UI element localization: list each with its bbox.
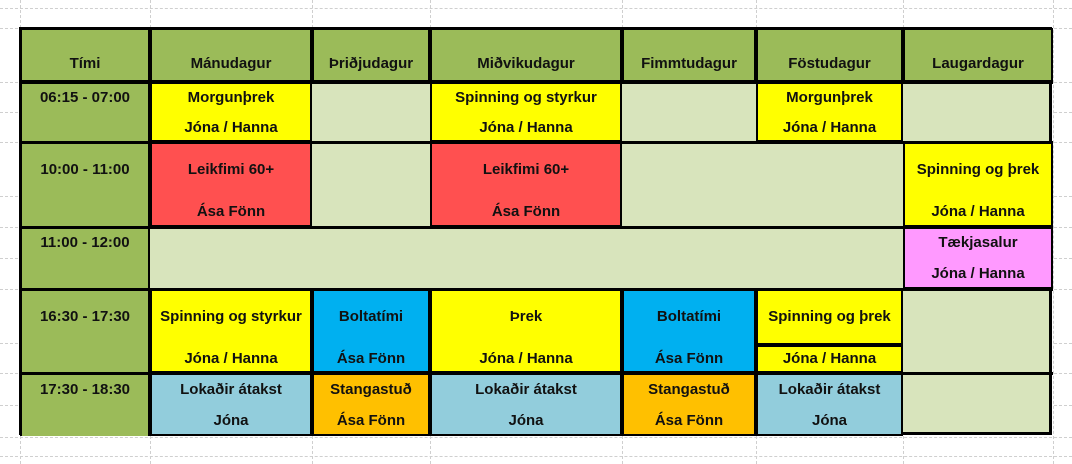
row-border bbox=[20, 141, 1053, 144]
time-slot[interactable]: 17:30 - 18:30 bbox=[20, 373, 150, 436]
class-block[interactable] bbox=[430, 373, 622, 436]
time-slot[interactable]: 06:15 - 07:00 bbox=[20, 82, 150, 142]
class-title: Leikfimi 60+ bbox=[482, 160, 570, 178]
class-block[interactable] bbox=[430, 82, 622, 142]
class-title: Stangastuð bbox=[648, 380, 730, 398]
class-title: Lokaðir átakst bbox=[180, 380, 282, 398]
class-title: Boltatími bbox=[338, 307, 404, 325]
class-title: Spinning og styrkur bbox=[160, 307, 302, 325]
time-label: 17:30 - 18:30 bbox=[39, 380, 131, 398]
row-border bbox=[20, 81, 1053, 84]
class-instructor: Jóna / Hanna bbox=[184, 118, 278, 136]
class-instructor: Ása Fönn bbox=[654, 349, 724, 367]
class-instructor: Ása Fönn bbox=[491, 203, 561, 220]
class-instructor: Jóna / Hanna bbox=[931, 265, 1025, 282]
class-title: Lokaðir átakst bbox=[778, 380, 881, 398]
header-day[interactable]: Þriðjudagur bbox=[312, 28, 430, 82]
class-title: Þrek bbox=[509, 307, 543, 325]
time-slot[interactable]: 11:00 - 12:00 bbox=[20, 227, 150, 289]
class-title: Stangastuð bbox=[330, 380, 412, 398]
gridline bbox=[0, 8, 1072, 9]
class-instructor: Jóna / Hanna bbox=[782, 118, 877, 136]
header-day[interactable]: Laugardagur bbox=[903, 28, 1053, 82]
time-label: 11:00 - 12:00 bbox=[40, 234, 130, 251]
class-title: Spinning og þrek bbox=[916, 160, 1040, 178]
gridline bbox=[1053, 0, 1054, 464]
class-instructor: Jóna / Hanna bbox=[479, 118, 573, 136]
class-title: Morgunþrek bbox=[786, 88, 873, 106]
class-block[interactable] bbox=[622, 373, 756, 436]
class-title: Morgunþrek bbox=[187, 88, 275, 106]
class-title: Leikfimi 60+ bbox=[187, 160, 275, 178]
class-instructor: Jóna bbox=[508, 412, 544, 429]
class-instructor: Jóna / Hanna bbox=[479, 349, 573, 367]
class-instructor: Jóna bbox=[213, 412, 249, 429]
class-instructor: Jóna / Hanna bbox=[931, 203, 1025, 220]
gridline bbox=[0, 437, 1072, 438]
header-day[interactable]: Miðvikudagur bbox=[430, 28, 622, 82]
class-instructor: Jóna / Hanna bbox=[782, 349, 877, 367]
cell-divider bbox=[756, 343, 903, 347]
row-border bbox=[20, 288, 1053, 291]
class-instructor: Ása Fönn bbox=[336, 349, 406, 367]
header-day[interactable]: Föstudagur bbox=[756, 28, 903, 82]
class-title: Boltatími bbox=[656, 307, 722, 325]
time-slot[interactable]: 16:30 - 17:30 bbox=[20, 289, 150, 373]
header-day[interactable]: Fimmtudagur bbox=[622, 28, 756, 82]
class-instructor: Ása Fönn bbox=[336, 412, 406, 429]
class-block[interactable] bbox=[150, 142, 312, 227]
time-slot[interactable]: 10:00 - 11:00 bbox=[20, 142, 150, 227]
time-label: 10:00 - 11:00 bbox=[40, 160, 130, 178]
header-day[interactable]: Mánudagur bbox=[150, 28, 312, 82]
time-label: 06:15 - 07:00 bbox=[39, 88, 131, 106]
gridline bbox=[0, 456, 1072, 457]
class-title: Lokaðir átakst bbox=[475, 380, 577, 398]
row-border bbox=[20, 226, 1053, 229]
class-title: Spinning og styrkur bbox=[455, 88, 597, 106]
class-instructor: Ása Fönn bbox=[196, 203, 266, 220]
time-label: 16:30 - 17:30 bbox=[39, 307, 131, 325]
class-instructor: Jóna / Hanna bbox=[184, 349, 278, 367]
class-title: Spinning og þrek bbox=[768, 307, 891, 325]
row-border bbox=[20, 372, 1053, 375]
header-time[interactable]: Tími bbox=[20, 28, 150, 82]
class-instructor: Ása Fönn bbox=[654, 412, 724, 429]
class-instructor: Jóna bbox=[811, 412, 847, 429]
class-title: Tækjasalur bbox=[938, 234, 1018, 251]
